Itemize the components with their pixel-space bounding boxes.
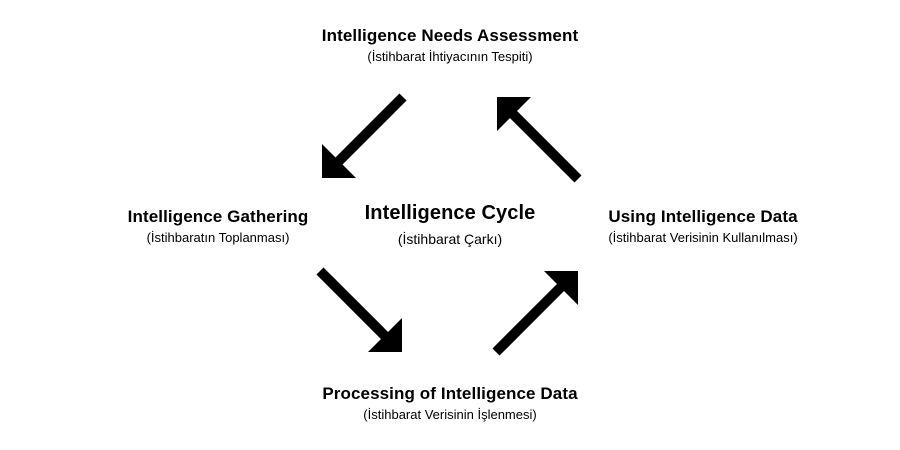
cycle-subtitle: (İstihbarat Çarkı) (397, 231, 503, 247)
stage-using-data-subtitle: (İstihbarat Verisinin Kullanılması) (608, 230, 798, 245)
arrow-processing-to-using (492, 271, 578, 356)
cycle-center-label: Intelligence Cycle (İstihbarat Çarkı) (365, 200, 536, 248)
stage-needs-assessment: Intelligence Needs Assessment (İstihbara… (322, 25, 578, 66)
stage-needs-assessment-subtitle: (İstihbarat İhtiyacının Tespiti) (367, 49, 533, 64)
stage-gathering-subtitle: (İstihbaratın Toplanması) (146, 230, 290, 245)
stage-using-data-title: Using Intelligence Data (608, 207, 798, 226)
arrow-needs-to-gathering (322, 93, 407, 178)
cycle-title: Intelligence Cycle (364, 202, 536, 224)
stage-gathering-title: Intelligence Gathering (127, 207, 309, 226)
stage-using-data: Using Intelligence Data (İstihbarat Veri… (608, 206, 797, 247)
stage-processing: Processing of Intelligence Data (İstihba… (322, 383, 577, 424)
stage-gathering: Intelligence Gathering (İstihbaratın Top… (128, 206, 309, 247)
stage-needs-assessment-title: Intelligence Needs Assessment (321, 26, 579, 45)
stage-processing-title: Processing of Intelligence Data (322, 384, 578, 403)
arrow-using-to-needs (497, 97, 582, 183)
stage-processing-subtitle: (İstihbarat Verisinin İşlenmesi) (363, 407, 537, 422)
arrow-gathering-to-processing (316, 267, 402, 352)
